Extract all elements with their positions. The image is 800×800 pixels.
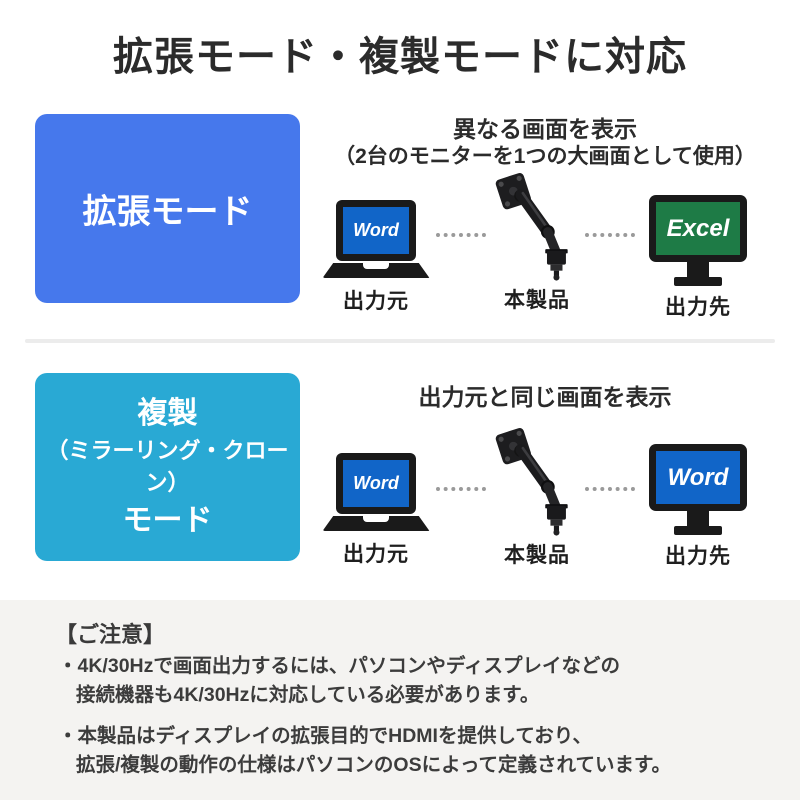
laptop-icon: Word: [336, 453, 416, 514]
extend-product-device: 本製品: [481, 169, 593, 314]
monitor-stand: [687, 511, 709, 526]
note-item: ・本製品はディスプレイの拡張目的でHDMIを提供しており、 拡張/複製の動作の仕…: [58, 722, 758, 781]
laptop-notch: [363, 263, 389, 269]
duplicate-heading: 出力元と同じ画面を表示: [418, 384, 672, 410]
laptop-base: [322, 516, 430, 531]
page-title: 拡張モード・複製モードに対応: [113, 35, 687, 79]
duplicate-product-device: 本製品: [481, 424, 593, 569]
monitor-screen-label: Word: [656, 451, 740, 504]
duplicate-product-caption: 本製品: [504, 544, 570, 567]
monitor-base: [674, 526, 722, 535]
notes-title: 【ご注意】: [55, 622, 166, 647]
extend-heading-line1: 異なる画面を表示: [453, 116, 637, 142]
extend-product-caption: 本製品: [504, 289, 570, 312]
dotted-connector: [585, 487, 635, 491]
laptop-icon: Word: [336, 200, 416, 261]
monitor-icon: Word: [649, 444, 747, 511]
dotted-connector: [436, 233, 486, 237]
duplicate-mode-line1: 複製: [137, 396, 198, 430]
note-line: 拡張/複製の動作の仕様はパソコンのOSによって定義されています。: [76, 753, 671, 776]
laptop-screen-label: Word: [343, 207, 409, 254]
extend-source-device: Word 出力元: [320, 200, 432, 315]
laptop-notch: [363, 516, 389, 522]
note-item: ・4K/30Hzで画面出力するには、パソコンやディスプレイなどの 接続機器も4K…: [58, 652, 758, 711]
duplicate-mode-line3: モード: [122, 503, 213, 537]
monitor-base: [674, 277, 722, 286]
section-divider: [25, 339, 775, 343]
laptop-base: [322, 263, 430, 278]
notes-panel: 【ご注意】 ・4K/30Hzで画面出力するには、パソコンやディスプレイなどの 接…: [0, 600, 800, 800]
extend-heading-line2: （2台のモニターを1つの大画面として使用）: [334, 145, 756, 168]
duplicate-source-device: Word 出力元: [320, 453, 432, 568]
duplicate-source-caption: 出力元: [343, 543, 409, 566]
monitor-arm-icon: [495, 427, 568, 536]
duplicate-mode-line2: （ミラーリング・クローン）: [46, 438, 289, 495]
monitor-arm-icon: [495, 172, 568, 281]
extend-mode-label: 拡張モード: [82, 193, 253, 231]
monitor-icon: Excel: [649, 195, 747, 262]
laptop-screen-label: Word: [343, 460, 409, 507]
monitor-stand: [687, 262, 709, 277]
dotted-connector: [436, 487, 486, 491]
note-line: 接続機器も4K/30Hzに対応している必要があります。: [76, 684, 540, 707]
extend-dest-caption: 出力先: [665, 296, 731, 319]
extend-mode-box: 拡張モード: [35, 114, 300, 303]
note-line: ・4K/30Hzで画面出力するには、パソコンやディスプレイなどの: [58, 655, 621, 677]
notes-list: ・4K/30Hzで画面出力するには、パソコンやディスプレイなどの 接続機器も4K…: [58, 652, 758, 791]
extend-source-caption: 出力元: [343, 290, 409, 313]
dotted-connector: [585, 233, 635, 237]
note-line: ・本製品はディスプレイの拡張目的でHDMIを提供しており、: [58, 724, 593, 747]
duplicate-mode-box: 複製 （ミラーリング・クローン） モード: [35, 373, 300, 561]
monitor-screen-label: Excel: [656, 202, 740, 255]
extend-dest-device: Excel 出力先: [648, 195, 748, 321]
duplicate-dest-caption: 出力先: [665, 545, 731, 568]
duplicate-dest-device: Word 出力先: [648, 444, 748, 570]
